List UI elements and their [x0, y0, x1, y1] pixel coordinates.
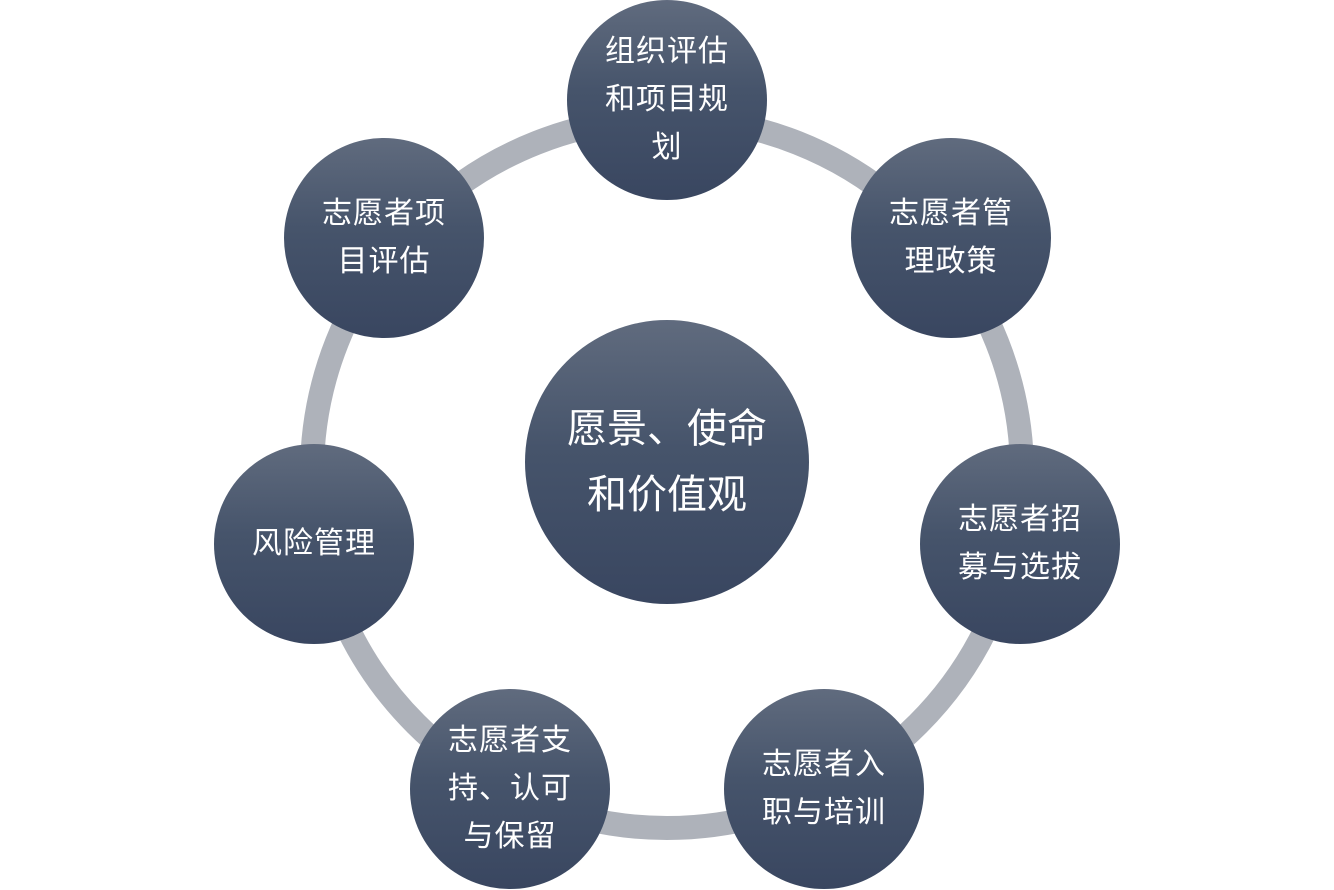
node-label-org-eval: 组织评估和项目规划 [605, 34, 729, 165]
node-risk: 风险管理 [214, 444, 414, 644]
node-label-onboard: 志愿者入职与培训 [762, 747, 886, 830]
node-label-policy: 志愿者管理政策 [889, 196, 1013, 279]
node-label-recruit: 志愿者招募与选拔 [958, 502, 1082, 585]
node-policy: 志愿者管理政策 [851, 138, 1051, 338]
node-support: 志愿者支持、认可与保留 [410, 689, 610, 889]
node-onboard: 志愿者入职与培训 [724, 689, 924, 889]
node-org-eval: 组织评估和项目规划 [567, 0, 767, 200]
center-node: 愿景、使命和价值观 [525, 320, 809, 604]
node-label-project-eval: 志愿者项目评估 [322, 196, 446, 279]
center-label: 愿景、使命和价值观 [567, 406, 767, 518]
node-label-support: 志愿者支持、认可与保留 [448, 723, 572, 854]
node-recruit: 志愿者招募与选拔 [920, 444, 1120, 644]
node-project-eval: 志愿者项目评估 [284, 138, 484, 338]
node-label-risk: 风险管理 [252, 526, 376, 561]
